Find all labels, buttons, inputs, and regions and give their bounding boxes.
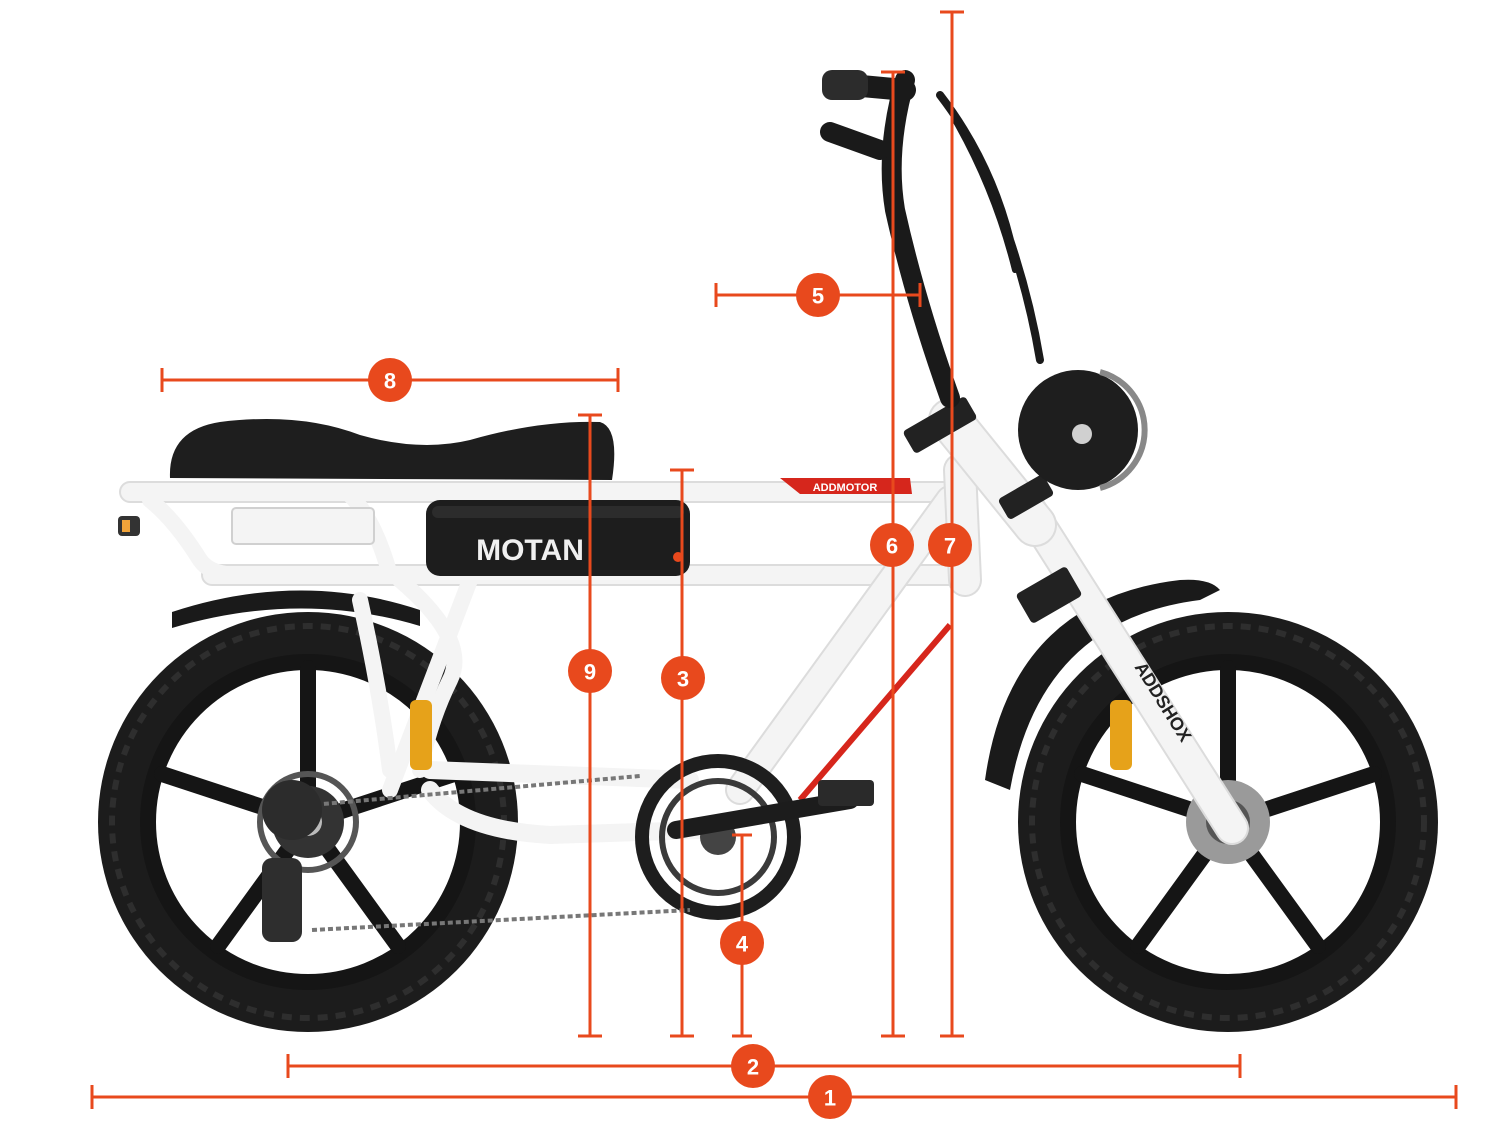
drivetrain (262, 700, 1132, 942)
frame-brand-text: ADDMOTOR (813, 482, 878, 494)
headlight (1018, 369, 1148, 491)
frame-decal (780, 478, 912, 494)
head-tube (903, 397, 1057, 547)
seat (169, 418, 615, 480)
dimension-markers: 1 2 3 4 5 6 7 8 (368, 273, 972, 1119)
marker-5: 5 (796, 273, 840, 317)
marker-6-label: 6 (886, 534, 898, 559)
handlebar (820, 70, 1044, 408)
frame-red-stripe (797, 623, 953, 802)
marker-4-label: 4 (736, 932, 749, 957)
marker-6: 6 (870, 523, 914, 567)
marker-2-label: 2 (747, 1055, 759, 1080)
ebike-illustration: ADDMOTOR MOTAN (98, 70, 1438, 1032)
marker-4: 4 (720, 921, 764, 965)
controller-box (231, 507, 375, 545)
marker-9-label: 9 (584, 660, 596, 685)
dimension-line-3 (670, 468, 694, 1038)
marker-8: 8 (368, 358, 412, 402)
marker-1-label: 1 (824, 1086, 836, 1111)
main-frame (382, 453, 982, 844)
marker-7: 7 (928, 523, 972, 567)
dimension-line-9 (578, 413, 602, 1038)
marker-5-label: 5 (812, 284, 824, 309)
marker-7-label: 7 (944, 534, 956, 559)
dimension-line-1 (90, 1085, 1458, 1109)
marker-8-label: 8 (384, 369, 396, 394)
battery: MOTAN (426, 500, 690, 576)
grip (822, 70, 868, 100)
marker-2: 2 (731, 1044, 775, 1088)
marker-1: 1 (808, 1075, 852, 1119)
battery-brand-text: MOTAN (476, 534, 584, 567)
marker-9: 9 (568, 649, 612, 693)
marker-3: 3 (661, 656, 705, 700)
marker-3-label: 3 (677, 667, 689, 692)
